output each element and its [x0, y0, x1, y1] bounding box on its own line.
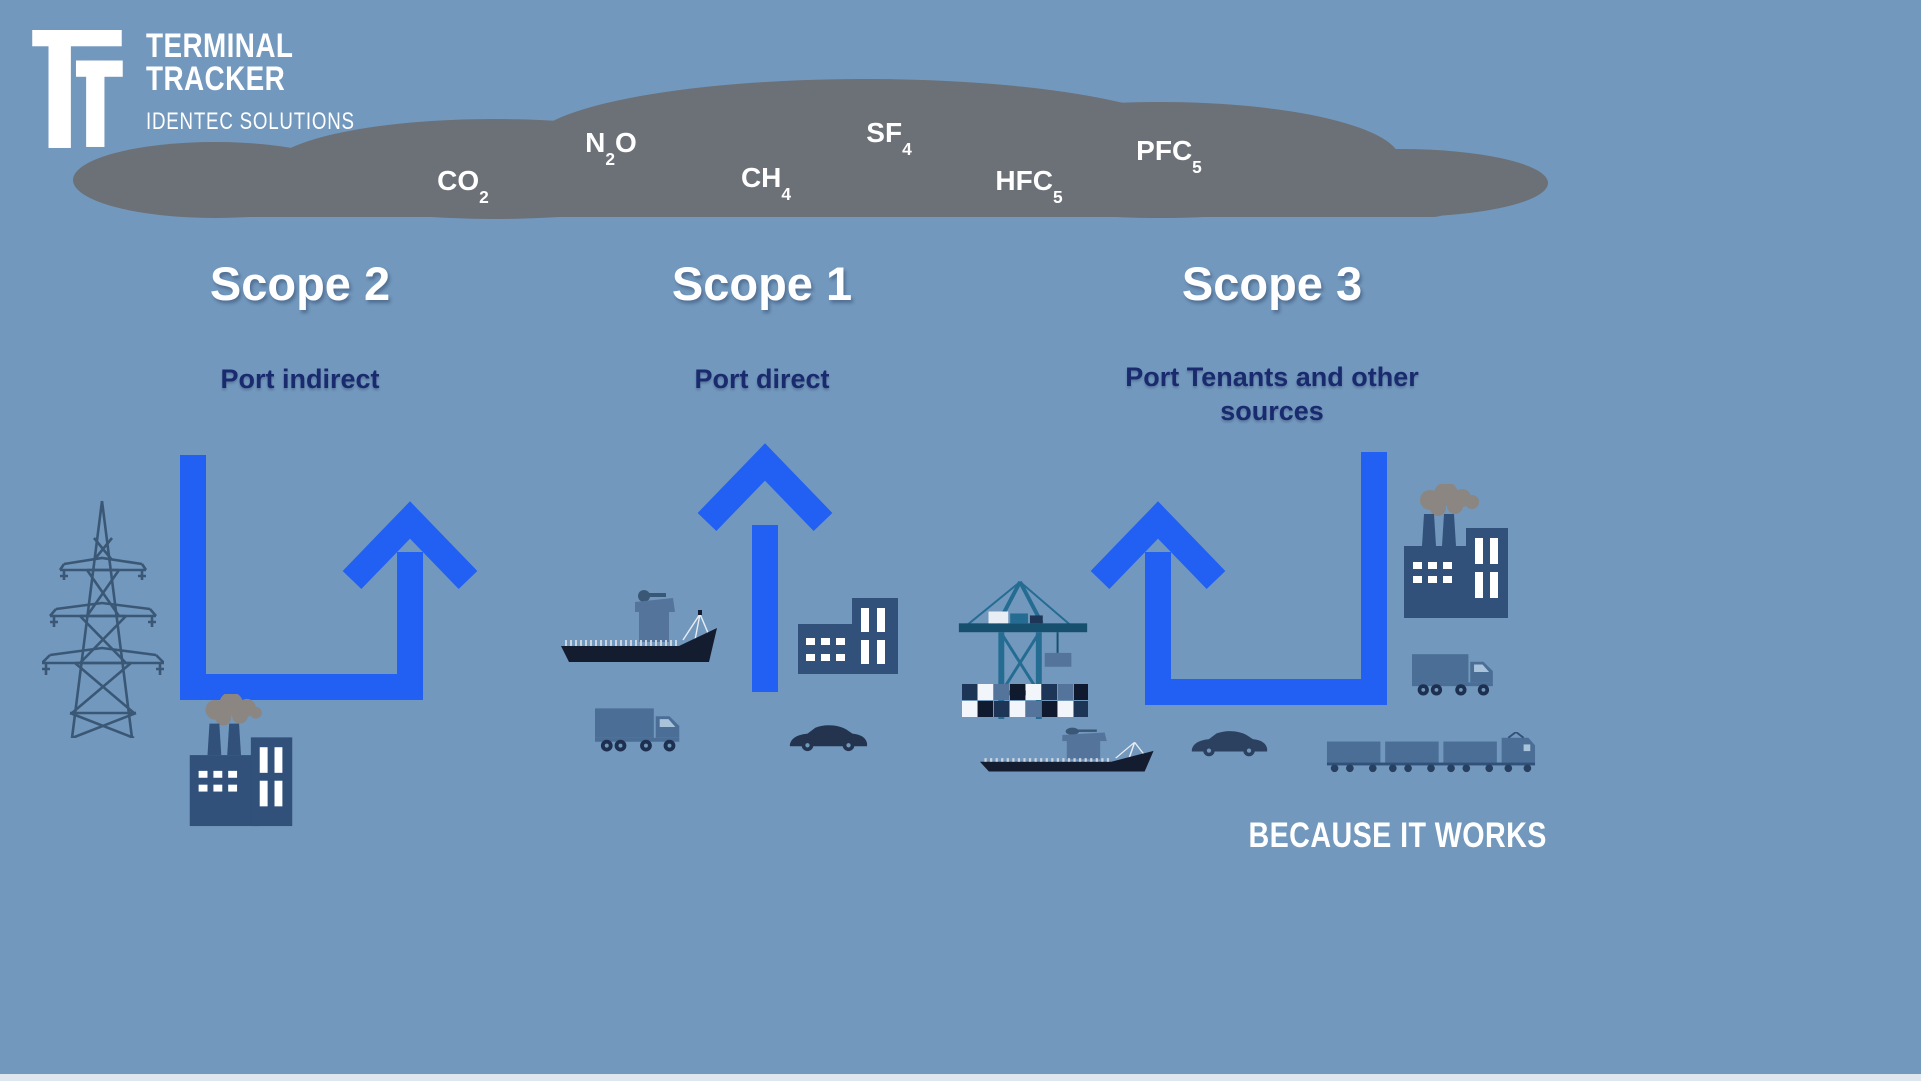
- freight-train-icon: [1326, 732, 1536, 773]
- factory-icon: [189, 694, 293, 827]
- scope-2-title: Scope 2: [209, 257, 391, 310]
- scope-2-subtitle: Port indirect: [220, 364, 380, 394]
- container-stack-icon: [962, 684, 1088, 717]
- gas-label-n2o: N2O: [585, 127, 637, 169]
- brand-text: TERMINAL TRACKER IDENTEC SOLUTIONS: [146, 27, 414, 150]
- scope-3-flow-arrow-icon: [1090, 452, 1387, 705]
- scope-2-flow-arrow-icon: [180, 455, 478, 700]
- cargo-ship-icon: [980, 727, 1154, 772]
- truck-icon: [595, 708, 680, 752]
- office-building-icon: [798, 598, 898, 674]
- scope-1-up-arrow-icon: [697, 443, 833, 692]
- gas-label-co2: CO2: [437, 165, 489, 207]
- bottom-strip: [0, 1074, 1921, 1081]
- car-icon: [789, 725, 868, 752]
- gas-label-sf4: SF4: [866, 117, 912, 159]
- car-icon: [1191, 731, 1268, 757]
- emissions-cloud: [73, 79, 1548, 219]
- brand-name-line2: TRACKER: [146, 60, 286, 98]
- scope-1-title: Scope 1: [671, 257, 853, 310]
- factory-icon: [1404, 484, 1508, 618]
- truck-icon: [1412, 654, 1493, 696]
- scope-1-subtitle: Port direct: [694, 364, 830, 394]
- terminal-tracker-logo-icon: [32, 30, 123, 148]
- scope-3-title: Scope 3: [1181, 257, 1363, 310]
- gas-label-ch4: CH4: [740, 162, 792, 204]
- brand-logo: TERMINAL TRACKER IDENTEC SOLUTIONS: [32, 27, 414, 150]
- scope-3-subtitle: Port Tenants and other sources: [1125, 362, 1419, 426]
- transmission-tower-icon: [42, 500, 164, 738]
- brand-name-line1: TERMINAL: [146, 27, 294, 65]
- harbor-crane-icon: [958, 580, 1088, 720]
- tagline: BECAUSE IT WORKS: [1248, 816, 1547, 855]
- gas-label-pfc5: PFC5: [1136, 135, 1202, 177]
- brand-subtitle: IDENTEC SOLUTIONS: [146, 108, 355, 135]
- cargo-ship-icon: [561, 590, 717, 662]
- gas-label-hfc5: HFC5: [995, 165, 1063, 207]
